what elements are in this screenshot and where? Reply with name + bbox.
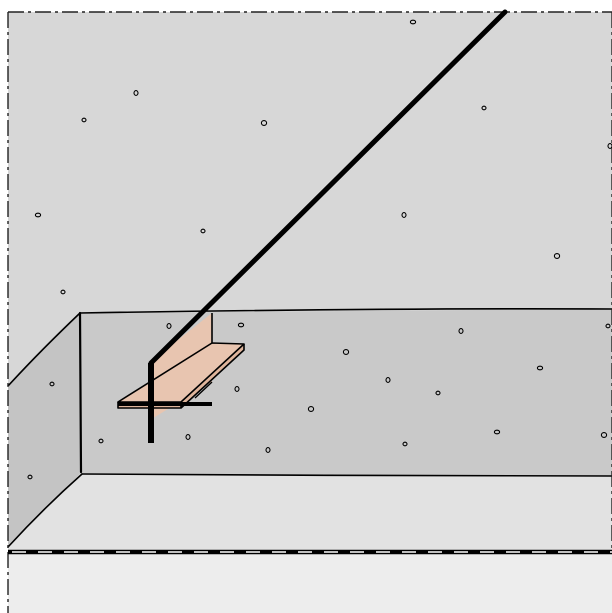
aggregate-speck: [34, 212, 42, 218]
aggregate-speck: [185, 434, 191, 440]
aggregate-speck: [27, 474, 33, 480]
aggregate-speck: [435, 390, 441, 396]
aggregate-speck: [402, 441, 408, 447]
aggregate-speck: [536, 365, 544, 371]
aggregate-speck: [133, 90, 139, 96]
recess-floor: [8, 474, 612, 552]
aggregate-speck: [260, 120, 268, 126]
frame-border: [7, 11, 612, 613]
base-band: [8, 552, 612, 613]
aggregate-specks: [27, 19, 612, 480]
aggregate-speck: [493, 429, 501, 435]
aggregate-speck: [481, 105, 487, 111]
aggregate-speck: [237, 322, 245, 328]
aggregate-speck: [234, 386, 240, 392]
aggregate-speck: [605, 323, 611, 329]
recess-outline: [7, 308, 612, 548]
diagonal-reference-line: [148, 9, 508, 366]
aggregate-speck: [607, 143, 612, 149]
aggregate-speck: [98, 438, 104, 444]
aggregate-speck: [385, 377, 391, 383]
recess-side-face: [8, 313, 80, 547]
aggregate-speck: [342, 349, 350, 355]
aggregate-speck: [200, 228, 206, 234]
aggregate-speck: [458, 328, 464, 334]
aggregate-speck: [81, 117, 87, 123]
aggregate-speck: [553, 253, 561, 259]
aggregate-speck: [60, 289, 66, 295]
aggregate-speck: [49, 381, 55, 387]
bracket-flange-underside: [181, 344, 244, 408]
aggregate-speck: [409, 19, 417, 25]
aggregate-speck: [600, 432, 608, 438]
aggregate-speck: [307, 406, 315, 412]
aggregate-speck: [265, 447, 271, 453]
angle-bracket-icon: [117, 313, 245, 443]
aggregate-speck: [166, 323, 172, 329]
aggregate-speck: [401, 212, 407, 218]
